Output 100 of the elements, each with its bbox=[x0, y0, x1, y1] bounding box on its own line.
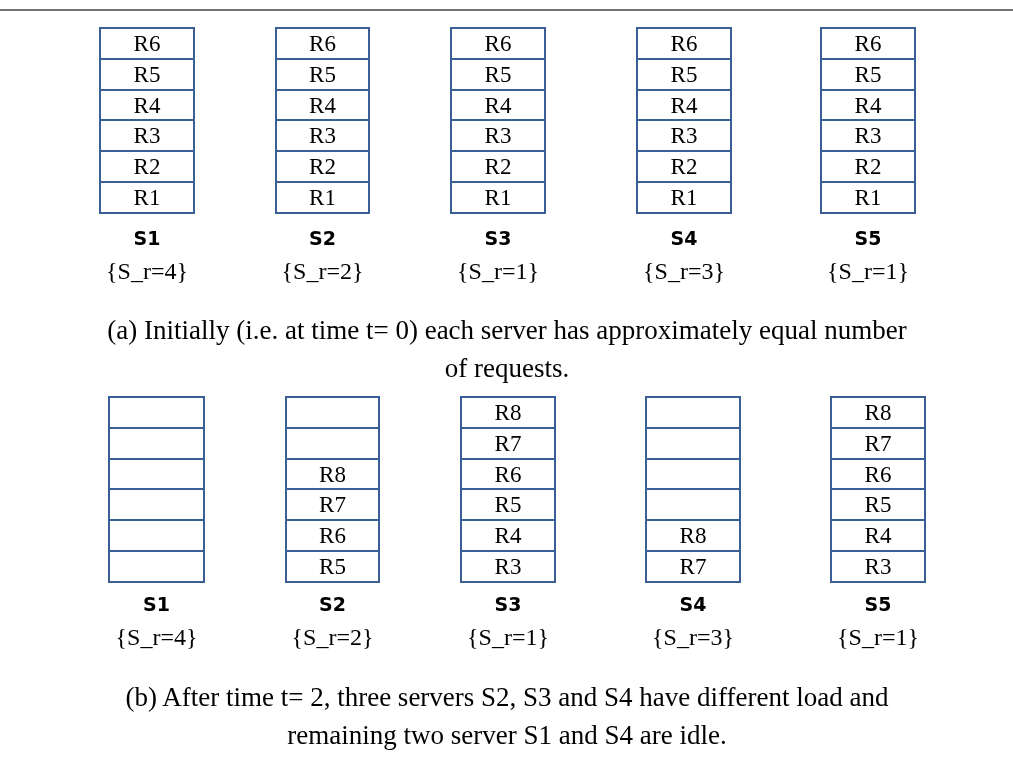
queue-slot bbox=[461, 489, 555, 521]
request-label: R5 bbox=[854, 62, 882, 86]
server-rank-label: {S_r=3} bbox=[643, 258, 725, 285]
request-label: R8 bbox=[679, 524, 707, 548]
queue-slot bbox=[451, 28, 545, 59]
queue-slot bbox=[276, 28, 369, 59]
queue-slot bbox=[821, 28, 915, 59]
queue-slot bbox=[109, 551, 204, 582]
queue-slot bbox=[100, 58, 194, 90]
queue-slot bbox=[646, 551, 740, 582]
request-label: R3 bbox=[494, 555, 522, 579]
queue-slot bbox=[100, 151, 194, 183]
request-label: R1 bbox=[670, 186, 698, 210]
queue-slot bbox=[646, 458, 740, 490]
queue-slot bbox=[286, 458, 379, 490]
server-queue bbox=[830, 396, 926, 583]
request-label: R8 bbox=[864, 400, 892, 424]
queue-slot bbox=[451, 120, 545, 152]
server-label: S2 bbox=[319, 593, 346, 615]
server-label: S1 bbox=[133, 227, 161, 249]
queue-slot bbox=[451, 151, 545, 183]
queue-slot bbox=[646, 489, 740, 521]
server-label: S4 bbox=[670, 227, 698, 249]
request-label: R1 bbox=[484, 186, 512, 210]
request-label: R1 bbox=[854, 186, 882, 210]
server-queue bbox=[275, 27, 370, 214]
request-label: R4 bbox=[309, 93, 336, 117]
server-rank-label: {S_r=1} bbox=[457, 258, 539, 285]
request-label: R2 bbox=[484, 155, 512, 179]
queue-slot bbox=[451, 89, 545, 121]
server-label: S1 bbox=[143, 593, 170, 615]
queue-slot bbox=[821, 182, 915, 213]
server-queue bbox=[645, 396, 741, 583]
request-label: R8 bbox=[319, 462, 346, 486]
request-label: R5 bbox=[670, 62, 698, 86]
request-label: R7 bbox=[494, 431, 522, 455]
queue-slot bbox=[100, 120, 194, 152]
queue-slot bbox=[831, 520, 925, 552]
queue-slot bbox=[276, 151, 369, 183]
request-label: R3 bbox=[670, 124, 698, 148]
queue-slot bbox=[821, 89, 915, 121]
server-rank-label: {S_r=1} bbox=[827, 258, 909, 285]
request-label: R4 bbox=[854, 93, 882, 117]
server-queue bbox=[636, 27, 732, 214]
queue-slot bbox=[461, 458, 555, 490]
server-queue bbox=[450, 27, 546, 214]
queue-slot bbox=[451, 58, 545, 90]
queue-slot bbox=[109, 458, 204, 490]
request-label: R5 bbox=[864, 493, 892, 517]
request-label: R7 bbox=[679, 555, 707, 579]
request-label: R5 bbox=[484, 62, 512, 86]
queue-slot bbox=[461, 427, 555, 459]
request-label: R3 bbox=[864, 555, 892, 579]
queue-slot bbox=[831, 489, 925, 521]
server-queue bbox=[285, 396, 380, 583]
queue-slot bbox=[109, 520, 204, 552]
server-rank-label: {S_r=1} bbox=[467, 624, 549, 651]
server-rank-label: {S_r=1} bbox=[837, 624, 919, 651]
queue-slot bbox=[637, 151, 731, 183]
queue-slot bbox=[831, 397, 925, 428]
request-label: R3 bbox=[133, 124, 161, 148]
queue-slot bbox=[637, 58, 731, 90]
queue-slot bbox=[646, 397, 740, 428]
queue-slot bbox=[637, 182, 731, 213]
request-label: R4 bbox=[133, 93, 161, 117]
queue-slot bbox=[821, 151, 915, 183]
server-label: S3 bbox=[494, 593, 522, 615]
request-label: R6 bbox=[309, 31, 336, 55]
caption: (a) Initially (i.e. at time t= 0) each server has approximately equal number of requests. bbox=[107, 314, 907, 385]
server-label: S5 bbox=[854, 227, 882, 249]
queue-slot bbox=[831, 458, 925, 490]
server-label: S4 bbox=[679, 593, 707, 615]
queue-slot bbox=[276, 58, 369, 90]
request-label: R3 bbox=[484, 124, 512, 148]
queue-slot bbox=[109, 397, 204, 428]
queue-slot bbox=[821, 120, 915, 152]
queue-slot bbox=[109, 427, 204, 459]
queue-slot bbox=[286, 489, 379, 521]
server-rank-label: {S_r=4} bbox=[115, 624, 198, 651]
queue-slot bbox=[276, 89, 369, 121]
request-label: R2 bbox=[854, 155, 882, 179]
request-label: R5 bbox=[319, 555, 346, 579]
request-label: R2 bbox=[309, 155, 336, 179]
request-label: R7 bbox=[864, 431, 892, 455]
queue-slot bbox=[286, 397, 379, 428]
server-label: S2 bbox=[309, 227, 336, 249]
queue-slot bbox=[646, 520, 740, 552]
queue-slot bbox=[451, 182, 545, 213]
request-label: R6 bbox=[670, 31, 698, 55]
request-label: R5 bbox=[309, 62, 336, 86]
server-rank-label: {S_r=3} bbox=[652, 624, 734, 651]
queue-slot bbox=[100, 28, 194, 59]
queue-slot bbox=[461, 551, 555, 582]
queue-slot bbox=[461, 397, 555, 428]
request-label: R7 bbox=[319, 493, 346, 517]
request-label: R4 bbox=[484, 93, 512, 117]
server-label: S3 bbox=[484, 227, 512, 249]
queue-slot bbox=[646, 427, 740, 459]
request-label: R4 bbox=[670, 93, 698, 117]
server-label: S5 bbox=[864, 593, 892, 615]
